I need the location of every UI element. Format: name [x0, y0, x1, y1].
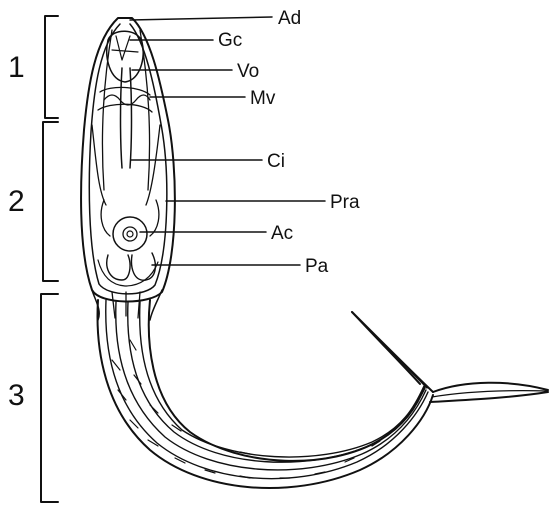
region-number-3: 3 — [8, 379, 25, 412]
label-vo: Vo — [237, 61, 259, 82]
label-pra: Pra — [330, 192, 360, 213]
label-ci: Ci — [267, 151, 285, 172]
label-pa: Pa — [305, 256, 329, 277]
region-number-1: 1 — [8, 51, 25, 84]
label-gc: Gc — [218, 30, 242, 51]
region-bracket-2 — [43, 122, 58, 281]
region-bracket-3 — [41, 294, 58, 502]
label-ac: Ac — [271, 223, 293, 244]
label-mv: Mv — [250, 88, 276, 109]
tail — [98, 300, 548, 488]
label-ad: Ad — [278, 8, 301, 29]
region-bracket-1 — [45, 16, 58, 118]
leader-lines — [130, 17, 325, 265]
cercaria-body — [81, 18, 175, 320]
region-number-2: 2 — [8, 185, 25, 218]
